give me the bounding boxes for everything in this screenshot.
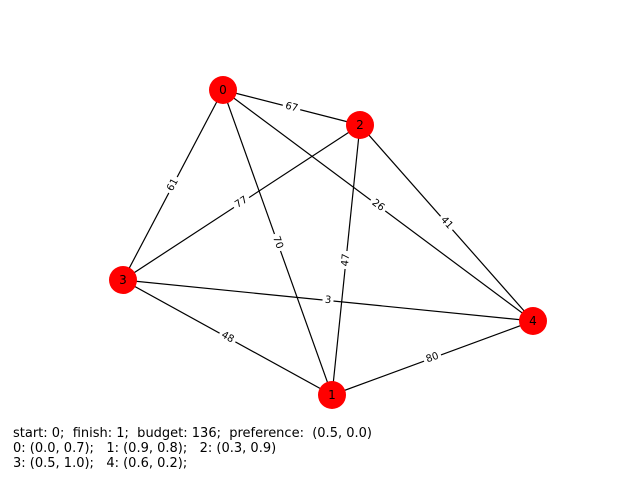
edge-label-group-2-1: 47 (339, 250, 353, 270)
edge-label-group-3-4: 3 (321, 293, 335, 308)
edge-label-group-0-4: 26 (367, 195, 389, 216)
node-label-1: 1 (328, 388, 336, 402)
edge-label-background (436, 212, 457, 234)
edge-label-background (281, 99, 302, 116)
edge-weight-label: 47 (340, 253, 352, 267)
edge-label-group-2-4: 41 (436, 212, 457, 234)
edge-label-group-0-1: 70 (268, 232, 287, 253)
node-label-4: 4 (529, 314, 537, 328)
nodes-layer: 0 1 2 3 4 (109, 76, 547, 409)
node-label-2: 2 (356, 118, 364, 132)
edge-weight-label: 48 (219, 330, 235, 346)
edge-label-background (367, 195, 389, 216)
edge-label-background (230, 192, 253, 213)
edges-layer (122, 89, 534, 396)
edge-label-group-3-1: 48 (216, 327, 239, 348)
edge-label-background (216, 327, 239, 348)
edge-weight-label: 3 (324, 295, 331, 307)
edge-weight-label: 80 (425, 351, 441, 366)
node-1 (318, 381, 346, 409)
edge-label-background (268, 232, 287, 253)
graph-diagram: 67 61 70 26 77 47 41 3 48 80 0 1 2 3 4 (109, 76, 547, 409)
edge-label-group-2-3: 77 (230, 192, 253, 213)
edge-label-group-0-2: 67 (281, 99, 302, 116)
node-3 (109, 266, 137, 294)
edge-weight-label: 67 (284, 101, 299, 115)
edge-weight-label: 61 (165, 177, 181, 193)
node-0 (209, 76, 237, 104)
problem-caption: start: 0; finish: 1; budget: 136; prefer… (13, 426, 372, 471)
caption-line-2: 0: (0.0, 0.7); 1: (0.9, 0.8); 2: (0.3, 0… (13, 441, 277, 456)
edge-label-background (421, 349, 444, 367)
edge-label-background (321, 293, 335, 308)
node-2 (346, 111, 374, 139)
node-label-0: 0 (219, 83, 227, 97)
node-4 (519, 307, 547, 335)
caption-line-1: start: 0; finish: 1; budget: 136; prefer… (13, 426, 372, 441)
edge-label-background (163, 174, 183, 196)
edge-label-background (339, 250, 353, 270)
caption-line-3: 3: (0.5, 1.0); 4: (0.6, 0.2); (13, 456, 188, 471)
edge-labels-layer: 67 61 70 26 77 47 41 3 48 80 (163, 99, 457, 367)
edge-label-group-0-3: 61 (163, 174, 183, 196)
edge-weight-label: 70 (270, 235, 285, 251)
edge-label-group-1-4: 80 (421, 349, 444, 367)
node-label-3: 3 (119, 273, 127, 287)
